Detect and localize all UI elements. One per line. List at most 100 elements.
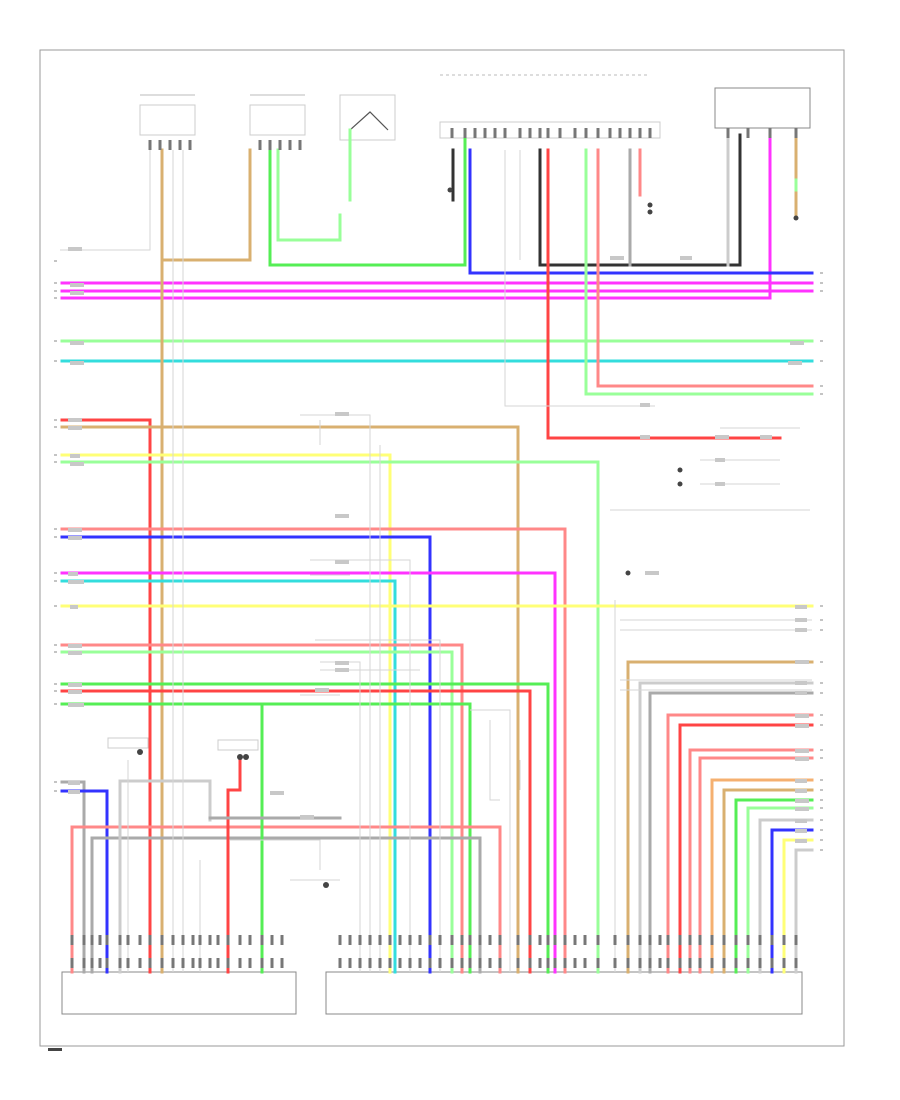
connector-pin-130 (794, 958, 798, 968)
connector-pin-106 (658, 958, 662, 968)
wire-35 (60, 689, 532, 974)
wire-tag-1 (68, 247, 82, 251)
connector-pin-50 (358, 958, 362, 968)
wire-49 (678, 723, 814, 974)
wire-55 (746, 806, 814, 974)
ground-symbol-3 (647, 202, 653, 215)
wire-25 (60, 453, 392, 974)
connector-pin-97 (613, 935, 617, 945)
connector-pin-39 (260, 935, 264, 945)
connector-pin-107 (666, 935, 670, 945)
wire-6 (160, 148, 252, 262)
wire-tag-41 (640, 435, 650, 439)
wire-13 (546, 148, 782, 440)
bottom-right-module (325, 971, 803, 1015)
connector-pin-73 (478, 935, 482, 945)
connector-pin-38 (248, 958, 252, 968)
connector-pin-54 (378, 958, 382, 968)
connector-pin-18 (148, 958, 152, 968)
connector-pin-47 (348, 935, 352, 945)
wire-tag-43 (760, 435, 772, 439)
connector-pin-101 (638, 935, 642, 945)
ground-symbol-4 (323, 882, 329, 888)
connector-pin-90 (563, 958, 567, 968)
hairline-1 (60, 150, 151, 251)
connector-pin-66 (438, 958, 442, 968)
wire-39 (70, 825, 502, 974)
connector-pin-100 (626, 958, 630, 968)
wire-3 (60, 133, 772, 300)
wire-tag-20 (68, 690, 82, 694)
connector-pin-159 (648, 128, 652, 138)
connector-pin-56 (388, 958, 392, 968)
connector-pin-72 (468, 958, 472, 968)
connector-pin-7 (98, 935, 102, 945)
connector-pin-110 (678, 958, 682, 968)
connector-pin-138 (278, 140, 282, 150)
wire-54 (734, 798, 814, 974)
hairline-9 (315, 639, 441, 972)
connector-pin-71 (468, 935, 472, 945)
wire-tag-11 (70, 462, 84, 466)
hairline-4 (300, 414, 371, 972)
connector-pin-85 (546, 935, 550, 945)
connector-pin-65 (438, 935, 442, 945)
connector-pin-133 (168, 140, 172, 150)
connector-pin-42 (270, 958, 274, 968)
connector-pin-22 (171, 958, 175, 968)
wire-14 (596, 148, 814, 388)
ground-symbol-2 (217, 739, 259, 760)
connector-pin-36 (238, 958, 242, 968)
connector-pin-81 (528, 935, 532, 945)
wire-tag-27 (795, 660, 809, 664)
connector-pin-35 (238, 935, 242, 945)
diagram-frame (39, 49, 845, 1047)
wire-59 (794, 848, 814, 974)
connector-pin-135 (188, 140, 192, 150)
wire-tag-8 (68, 418, 82, 422)
connector-pin-118 (722, 958, 726, 968)
bottom-left-module (61, 971, 297, 1015)
wire-tag-38 (795, 819, 807, 823)
wire-34 (60, 682, 550, 974)
wire-tag-5 (790, 341, 804, 345)
connector-pin-2 (70, 958, 74, 968)
connector-pin-134 (178, 140, 182, 150)
connector-pin-141 (450, 128, 454, 138)
connector-pin-43 (280, 935, 284, 945)
connector-pin-83 (538, 935, 542, 945)
connector-pin-150 (546, 128, 550, 138)
wire-26 (60, 460, 600, 974)
connector-pin-48 (348, 958, 352, 968)
ground-symbol-7 (625, 570, 631, 576)
wire-tag-45 (610, 256, 624, 260)
connector-pin-23 (181, 935, 185, 945)
connector-pin-74 (478, 958, 482, 968)
top-right-connector (714, 87, 811, 129)
wire-tag-12 (68, 528, 82, 532)
connector-pin-34 (226, 958, 230, 968)
wire-tag-23 (68, 790, 80, 794)
connector-pin-17 (148, 935, 152, 945)
wire-53 (722, 788, 814, 974)
connector-pin-122 (746, 958, 750, 968)
connector-pin-46 (338, 958, 342, 968)
label-layer (68, 247, 809, 843)
connector-pin-89 (563, 935, 567, 945)
wire-tag-57 (715, 482, 725, 486)
wire-47 (648, 691, 814, 974)
connector-pin-103 (648, 935, 652, 945)
connector-pin-84 (538, 958, 542, 968)
wire-tag-22 (68, 781, 80, 785)
wire-58 (782, 838, 814, 974)
connector-pin-19 (160, 935, 164, 945)
connector-pin-88 (553, 958, 557, 968)
wire-tag-3 (70, 291, 84, 295)
wire-40 (90, 836, 482, 974)
connector-pin-87 (553, 935, 557, 945)
connector-pin-80 (516, 958, 520, 968)
wire-tag-25 (795, 618, 807, 622)
connector-pin-13 (126, 935, 130, 945)
connector-pins (70, 128, 798, 968)
connector-pin-94 (583, 958, 587, 968)
